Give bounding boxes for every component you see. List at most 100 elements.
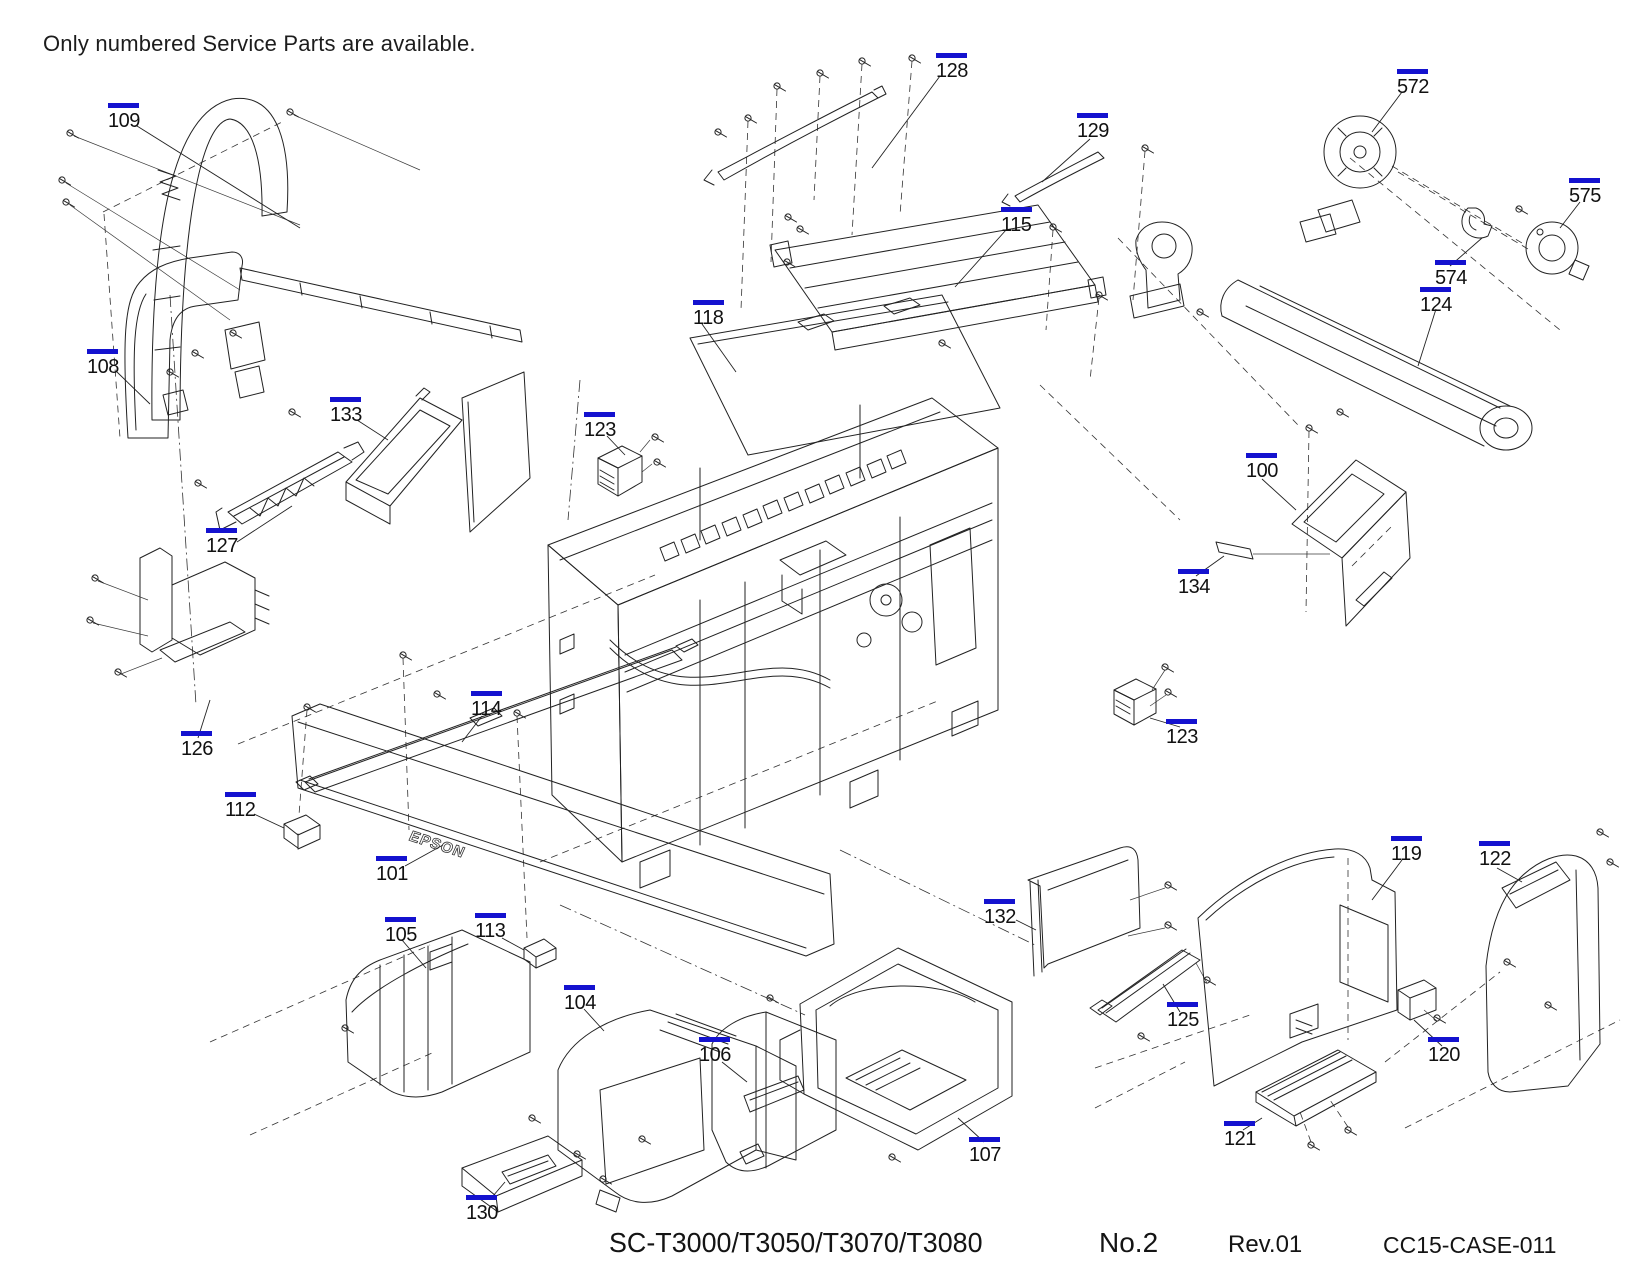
callout-number: 115 [1001, 214, 1032, 236]
callout-123: 123 [584, 412, 624, 440]
callout-bar [699, 1037, 730, 1042]
part-127-art [215, 441, 365, 531]
callout-bar [564, 985, 595, 990]
printer-chassis-art [547, 397, 999, 889]
part-121-art [1255, 1049, 1377, 1127]
callout-bar [969, 1137, 1000, 1142]
callout-128: 128 [936, 53, 976, 81]
callout-bar [1479, 841, 1510, 846]
callout-bar [1077, 113, 1108, 118]
callout-number: 101 [376, 863, 408, 885]
footer-model-title: SC-T3000/T3050/T3070/T3080 [609, 1227, 983, 1258]
part-134-art [1215, 541, 1330, 560]
callout-bar [1420, 287, 1451, 292]
callout-101: 101 [376, 856, 416, 884]
callout-bar [475, 913, 506, 918]
callout-bar [1001, 207, 1032, 212]
part-115-art [769, 204, 1107, 351]
callout-number: 132 [984, 906, 1016, 928]
callout-bar [1166, 719, 1197, 724]
callout-number: 128 [936, 60, 968, 82]
part-106-art [711, 1011, 837, 1172]
callout-109: 109 [108, 103, 148, 131]
callout-number: 118 [693, 307, 724, 329]
part-104-art [557, 1009, 797, 1213]
part-129-art [1001, 151, 1105, 207]
roll-bracket-art [1129, 221, 1193, 319]
callout-122: 122 [1479, 841, 1519, 869]
part-108-art [124, 251, 523, 439]
callout-bar [1397, 69, 1428, 74]
callout-number: 575 [1569, 185, 1601, 207]
callout-572: 572 [1397, 69, 1437, 97]
callout-number: 123 [584, 419, 616, 441]
callout-bar [108, 103, 139, 108]
callout-130: 130 [466, 1195, 506, 1223]
callout-bar [693, 300, 724, 305]
callout-number: 100 [1246, 460, 1278, 482]
callout-number: 126 [181, 738, 213, 760]
callout-132: 132 [984, 899, 1024, 927]
callout-number: 119 [1391, 843, 1422, 865]
callout-leader-lines [116, 75, 1581, 1197]
callout-bar [225, 792, 256, 797]
part-126-art [92, 547, 270, 675]
callout-104: 104 [564, 985, 604, 1013]
iso-guide-lines [65, 60, 1621, 1143]
part-572-art [1299, 115, 1397, 243]
callout-134: 134 [1178, 569, 1218, 597]
part-120-art [1397, 979, 1438, 1022]
callout-bar [984, 899, 1015, 904]
callout-106: 106 [699, 1037, 739, 1065]
callout-bar [1391, 836, 1422, 841]
footer-sheet-number: No.2 [1099, 1227, 1159, 1258]
callout-bar [471, 691, 502, 696]
callout-bar [181, 731, 212, 736]
callout-bar [1246, 453, 1277, 458]
callout-bar [376, 856, 407, 861]
callout-115: 115 [1001, 207, 1041, 235]
part-128-art [703, 85, 887, 186]
callout-107: 107 [969, 1137, 1009, 1165]
part-100-art [1291, 459, 1411, 627]
callout-number: 106 [699, 1044, 731, 1066]
part-119-art [1197, 848, 1398, 1087]
callout-108: 108 [87, 349, 127, 377]
callout-121: 121 [1224, 1121, 1264, 1149]
callout-123: 123 [1166, 719, 1206, 747]
callout-575: 575 [1569, 178, 1609, 206]
callout-number: 130 [466, 1202, 498, 1224]
callout-number: 109 [108, 110, 140, 132]
part-105-art [345, 929, 531, 1098]
guide-sheet-art [461, 371, 531, 533]
part-124-art [1220, 279, 1533, 451]
part-574-art [1461, 207, 1493, 239]
callout-number: 112 [225, 799, 256, 821]
callout-100: 100 [1246, 453, 1286, 481]
callout-bar [1569, 178, 1600, 183]
callout-number: 113 [475, 920, 506, 942]
callout-bar [385, 917, 416, 922]
callout-number: 105 [385, 924, 417, 946]
callout-number: 127 [206, 535, 238, 557]
callout-number: 133 [330, 404, 362, 426]
callout-124: 124 [1420, 287, 1460, 315]
part-133-art [345, 387, 463, 525]
callout-bar [1224, 1121, 1255, 1126]
callout-number: 121 [1224, 1128, 1256, 1150]
callout-number: 114 [471, 698, 502, 720]
callout-bar [206, 528, 237, 533]
callout-120: 120 [1428, 1037, 1468, 1065]
callout-112: 112 [225, 792, 265, 820]
footer-revision: Rev.01 [1228, 1231, 1303, 1258]
footer-document-code: CC15-CASE-011 [1383, 1232, 1557, 1258]
part-122-art [1485, 854, 1601, 1093]
callout-number: 104 [564, 992, 596, 1014]
callout-bar [330, 397, 361, 402]
callout-bar [1178, 569, 1209, 574]
part-125-art [1089, 948, 1208, 1023]
part-114-art [295, 638, 699, 793]
callout-105: 105 [385, 917, 425, 945]
part-113-art [523, 938, 557, 969]
